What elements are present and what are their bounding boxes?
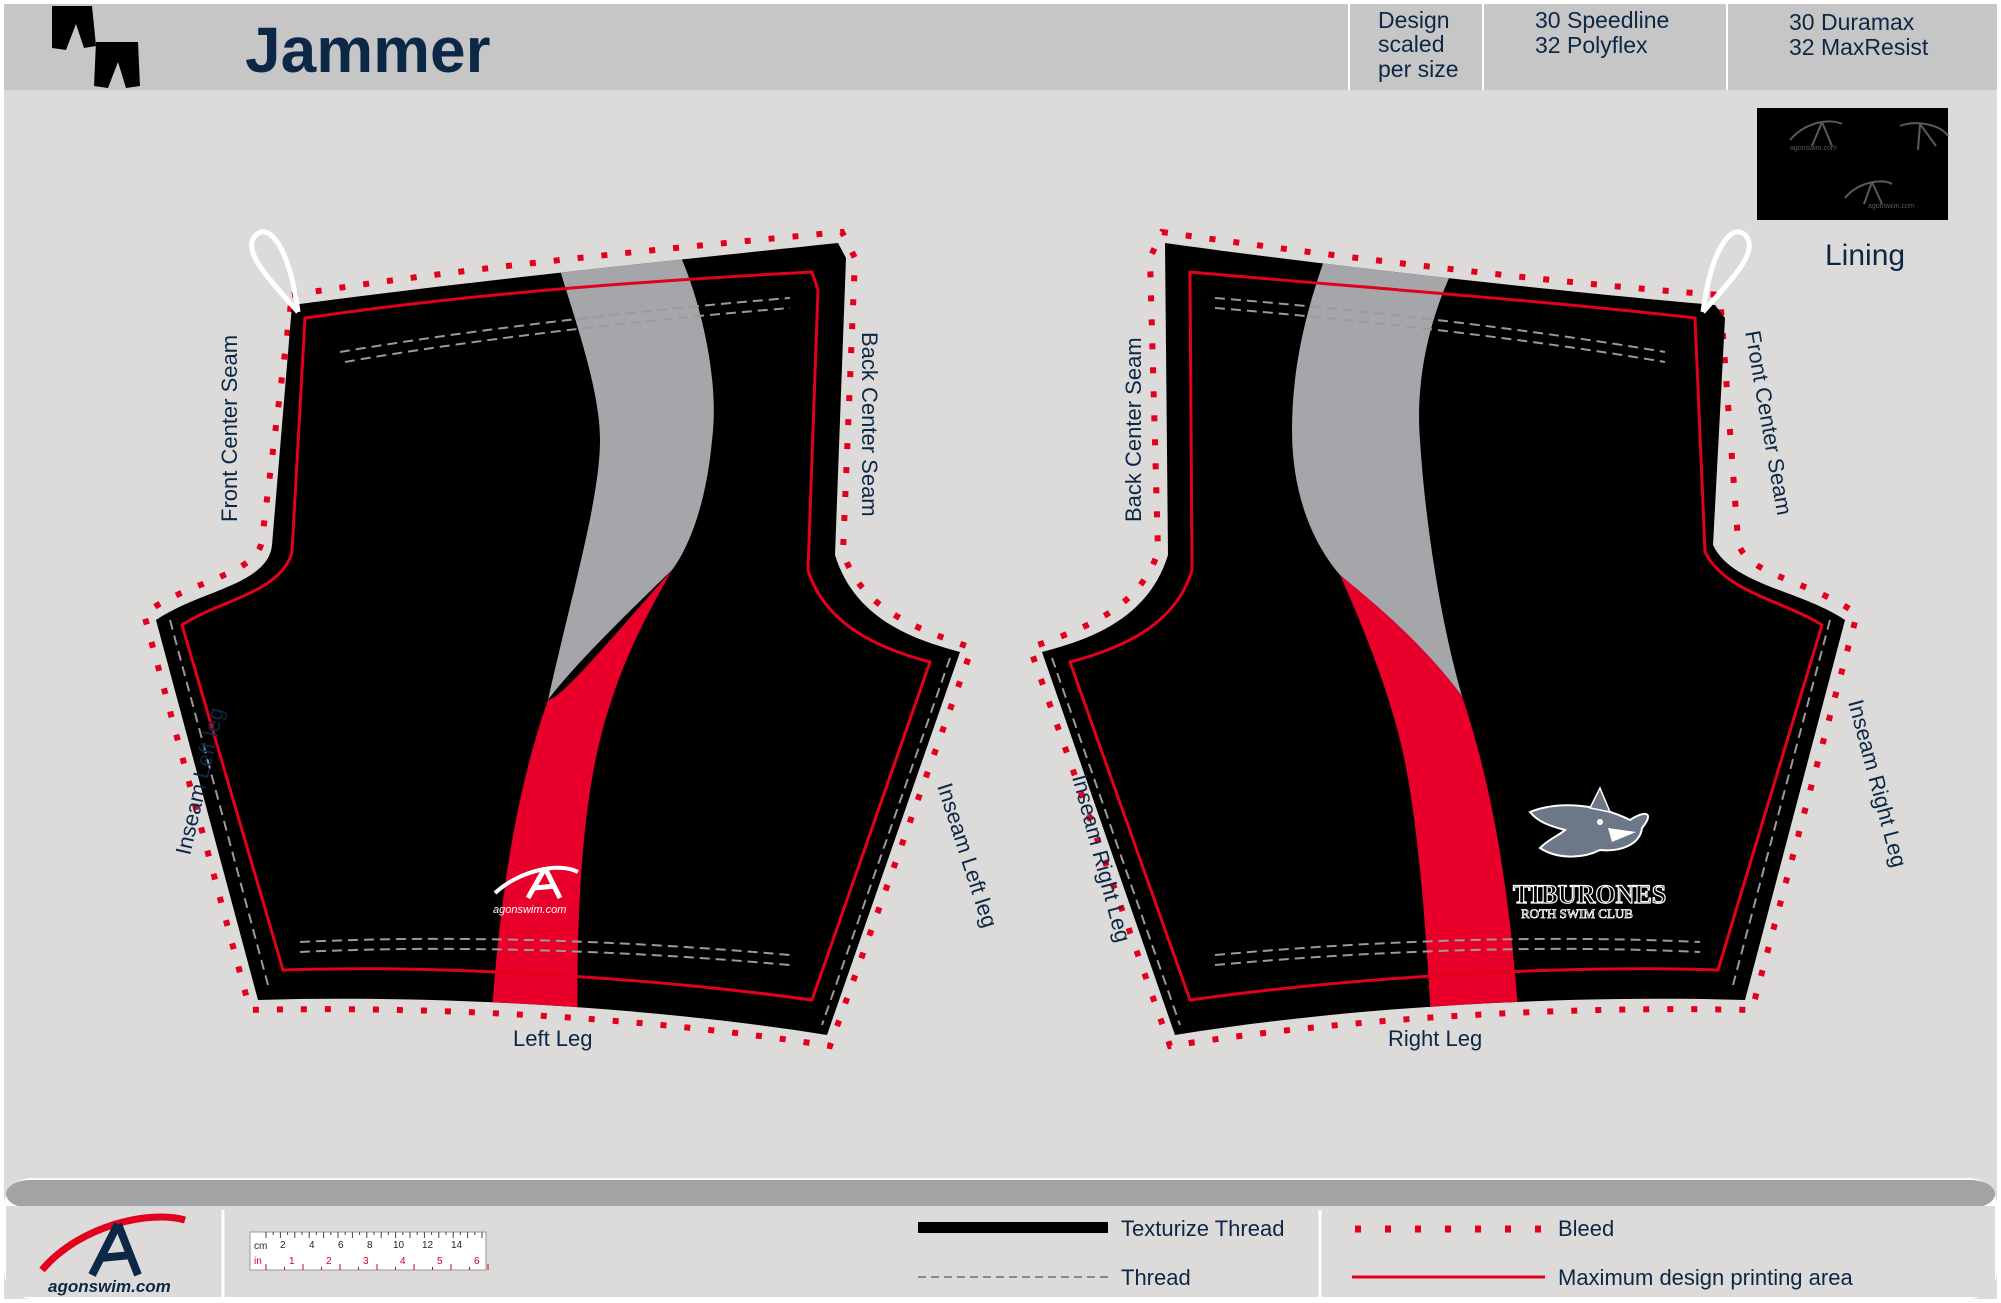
ruler-cm-tick: 10 [393, 1240, 405, 1251]
legend-print-area-label: Maximum design printing area [1558, 1265, 1853, 1290]
ruler-in-tick: 6 [474, 1256, 480, 1267]
left-gray-stripe [548, 255, 714, 700]
ruler-in-tick: 4 [400, 1256, 406, 1267]
legend-texturize-label: Texturize Thread [1121, 1216, 1284, 1241]
right-bleed-outline [1026, 228, 1861, 1050]
right-leg-panel: TIBURONES ROTH SWIM CLUB [1026, 228, 1861, 1050]
page-title: Jammer [245, 14, 491, 86]
footer-top-band [6, 1180, 1995, 1208]
left-thread-bottom [299, 947, 791, 966]
right-red-stripe [1340, 575, 1520, 1035]
left-front-seam-label: Front Center Seam [217, 335, 242, 522]
shark-logo-icon [1528, 786, 1649, 858]
lining-swatch [1757, 108, 1948, 220]
right-thread-top [1214, 307, 1666, 363]
legend-bleed-label: Bleed [1558, 1216, 1614, 1241]
fabric-1b: 32 Polyflex [1535, 32, 1648, 58]
right-thread-bottom [1214, 937, 1701, 956]
fabric-2a: 30 Duramax [1789, 9, 1915, 35]
left-drawstring-icon [249, 229, 301, 314]
ruler-in-tick: 2 [326, 1256, 332, 1267]
right-leg-label: Right Leg [1388, 1026, 1482, 1051]
right-thread-side [1051, 657, 1181, 1026]
left-brand-text: agonswim.com [493, 904, 566, 916]
header-bar [4, 4, 1997, 90]
club-logo-name: TIBURONES [1513, 880, 1666, 909]
left-thread-top [344, 307, 791, 363]
legend-thread-label: Thread [1121, 1265, 1191, 1290]
left-print-limit [180, 270, 932, 1002]
legend-texturize-swatch [918, 1222, 1108, 1233]
right-thread-top [1214, 297, 1666, 353]
ruler-cm-tick: 4 [309, 1240, 315, 1251]
left-red-stripe [490, 570, 672, 1035]
left-thread-bottom [299, 937, 791, 956]
lining-logo-icon [1789, 120, 1949, 205]
ruler-in-unit: in [254, 1256, 262, 1267]
ruler-cm-tick: 6 [338, 1240, 344, 1251]
design-note-line-3: per size [1378, 56, 1459, 82]
right-print-limit [1068, 270, 1824, 1002]
ruler-cm-tick: 14 [451, 1240, 463, 1251]
ruler-cm-tick: 12 [422, 1240, 434, 1251]
left-leg-body [156, 243, 960, 1035]
fabric-2b: 32 MaxResist [1789, 34, 1929, 60]
design-note-line-1: Design [1378, 7, 1450, 33]
left-back-seam-label: Back Center Seam [857, 332, 882, 517]
left-thread-side [821, 657, 951, 1026]
lining-logo-text: agonswim.com [1868, 203, 1915, 210]
ruler-in-tick: 1 [289, 1256, 295, 1267]
brand-logo-icon [39, 1213, 186, 1277]
ruler-in-tick: 5 [437, 1256, 443, 1267]
ruler-cm-unit: cm [254, 1241, 267, 1252]
left-brand-logo-icon [493, 865, 579, 900]
right-thread-bottom [1214, 947, 1701, 966]
footer-brand-text: agonswim.com [48, 1277, 171, 1296]
right-gray-stripe [1292, 258, 1462, 696]
ruler [249, 1231, 489, 1271]
fabric-1a: 30 Speedline [1535, 7, 1669, 33]
ruler-cm-tick: 2 [280, 1240, 286, 1251]
ruler-in-tick: 3 [363, 1256, 369, 1267]
right-back-seam-label: Back Center Seam [1121, 337, 1146, 522]
design-note-line-2: scaled [1378, 31, 1444, 57]
right-drawstring-icon [1700, 229, 1752, 314]
jammer-silhouette-icon [52, 6, 140, 88]
left-leg-panel: agonswim.com [140, 228, 976, 1050]
left-leg-label: Left Leg [513, 1026, 593, 1051]
left-thread-top [339, 297, 791, 353]
lining-label: Lining [1825, 239, 1905, 272]
ruler-cm-tick: 8 [367, 1240, 373, 1251]
club-logo-subtitle: ROTH SWIM CLUB [1521, 906, 1633, 921]
lining-logo-text: agonswim.com [1790, 145, 1837, 152]
